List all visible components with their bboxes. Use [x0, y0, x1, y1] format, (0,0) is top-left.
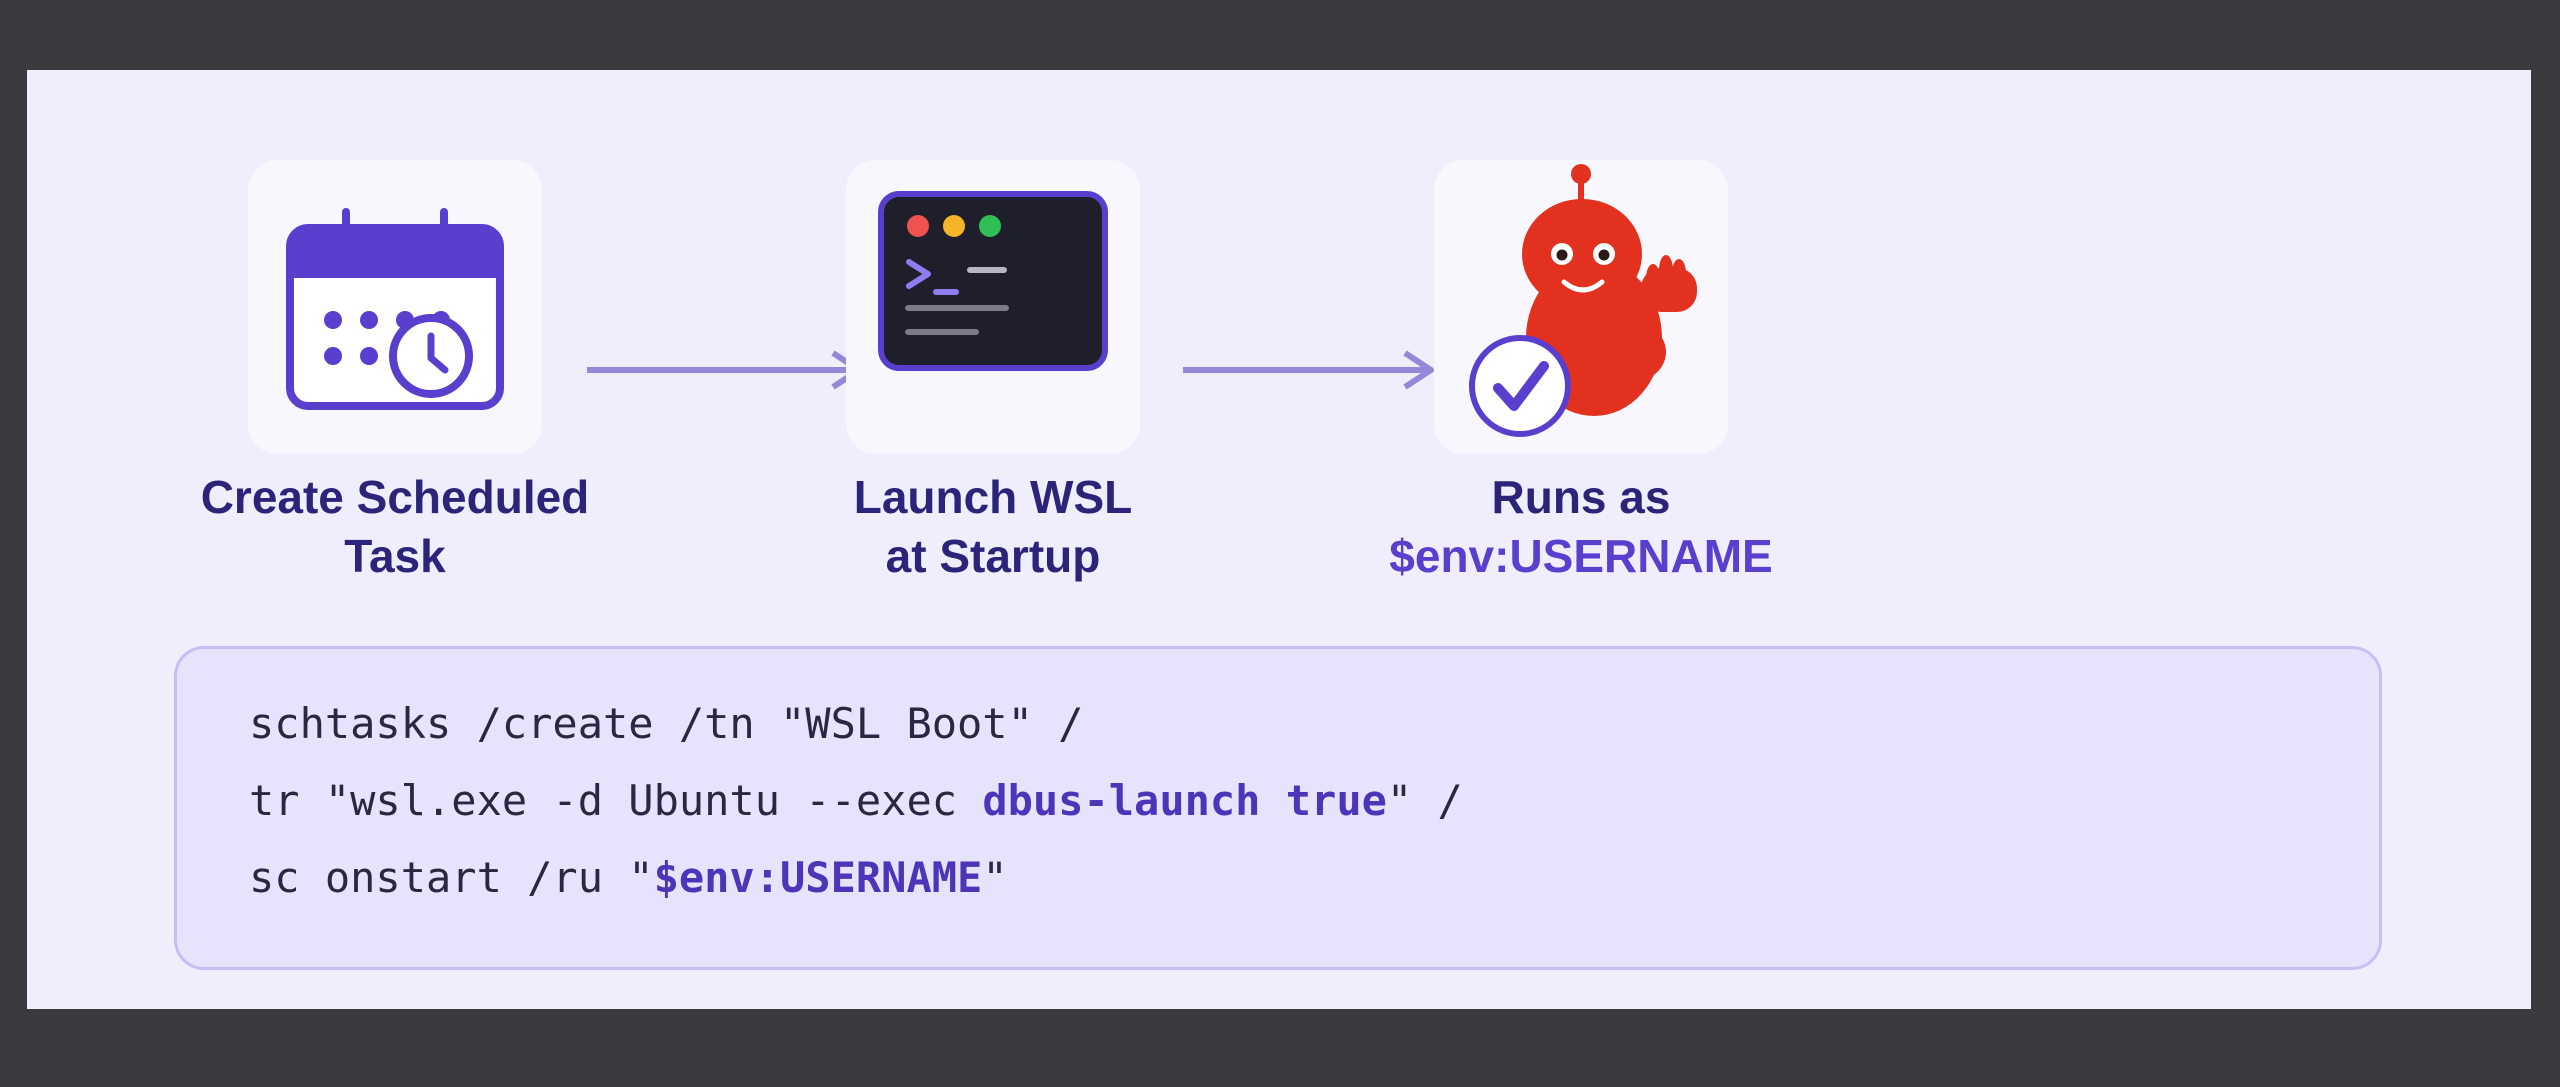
code-line-3: sc onstart /ru "$env:USERNAME" — [249, 852, 1008, 904]
code-line-3-pre: sc onstart /ru " — [249, 853, 654, 902]
code-line-1-text: schtasks /create /tn "WSL Boot" / — [249, 699, 1084, 748]
code-line-3-post: " — [982, 853, 1008, 902]
step-2-tile — [846, 160, 1140, 454]
flow-arrow-1 — [587, 350, 862, 390]
step-1-tile — [248, 160, 542, 454]
step-2-label-line2: at Startup — [885, 530, 1101, 582]
step-1-label: Create Scheduled Task — [195, 468, 595, 586]
step-3-tile — [1434, 160, 1728, 454]
step-1-label-line2: Task — [344, 530, 446, 582]
code-block: schtasks /create /tn "WSL Boot" / tr "ws… — [174, 646, 2382, 970]
diagram-panel: Create Scheduled Task Launch WSL at Star… — [27, 70, 2531, 1009]
step-2-label-line1: Launch WSL — [853, 471, 1133, 523]
step-1-label-line1: Create Scheduled — [200, 471, 590, 523]
flow-arrow-2 — [1183, 350, 1434, 390]
step-3-label: Runs as $env:USERNAME — [1361, 468, 1801, 586]
code-line-2-highlight: dbus-launch true — [982, 776, 1387, 825]
robot-check-icon — [1469, 164, 1697, 437]
calendar-clock-icon — [286, 208, 504, 410]
code-line-3-highlight: $env:USERNAME — [653, 853, 983, 902]
code-line-2: tr "wsl.exe -d Ubuntu --exec dbus-launch… — [249, 775, 1463, 827]
code-line-2-post: " / — [1386, 776, 1463, 825]
step-3-label-line1: Runs as — [1491, 471, 1671, 523]
code-line-1: schtasks /create /tn "WSL Boot" / — [249, 698, 1083, 750]
step-3-label-line2: $env:USERNAME — [1389, 530, 1773, 582]
step-2-label: Launch WSL at Startup — [793, 468, 1193, 586]
code-line-2-pre: tr "wsl.exe -d Ubuntu --exec — [249, 776, 983, 825]
terminal-icon — [878, 191, 1108, 371]
